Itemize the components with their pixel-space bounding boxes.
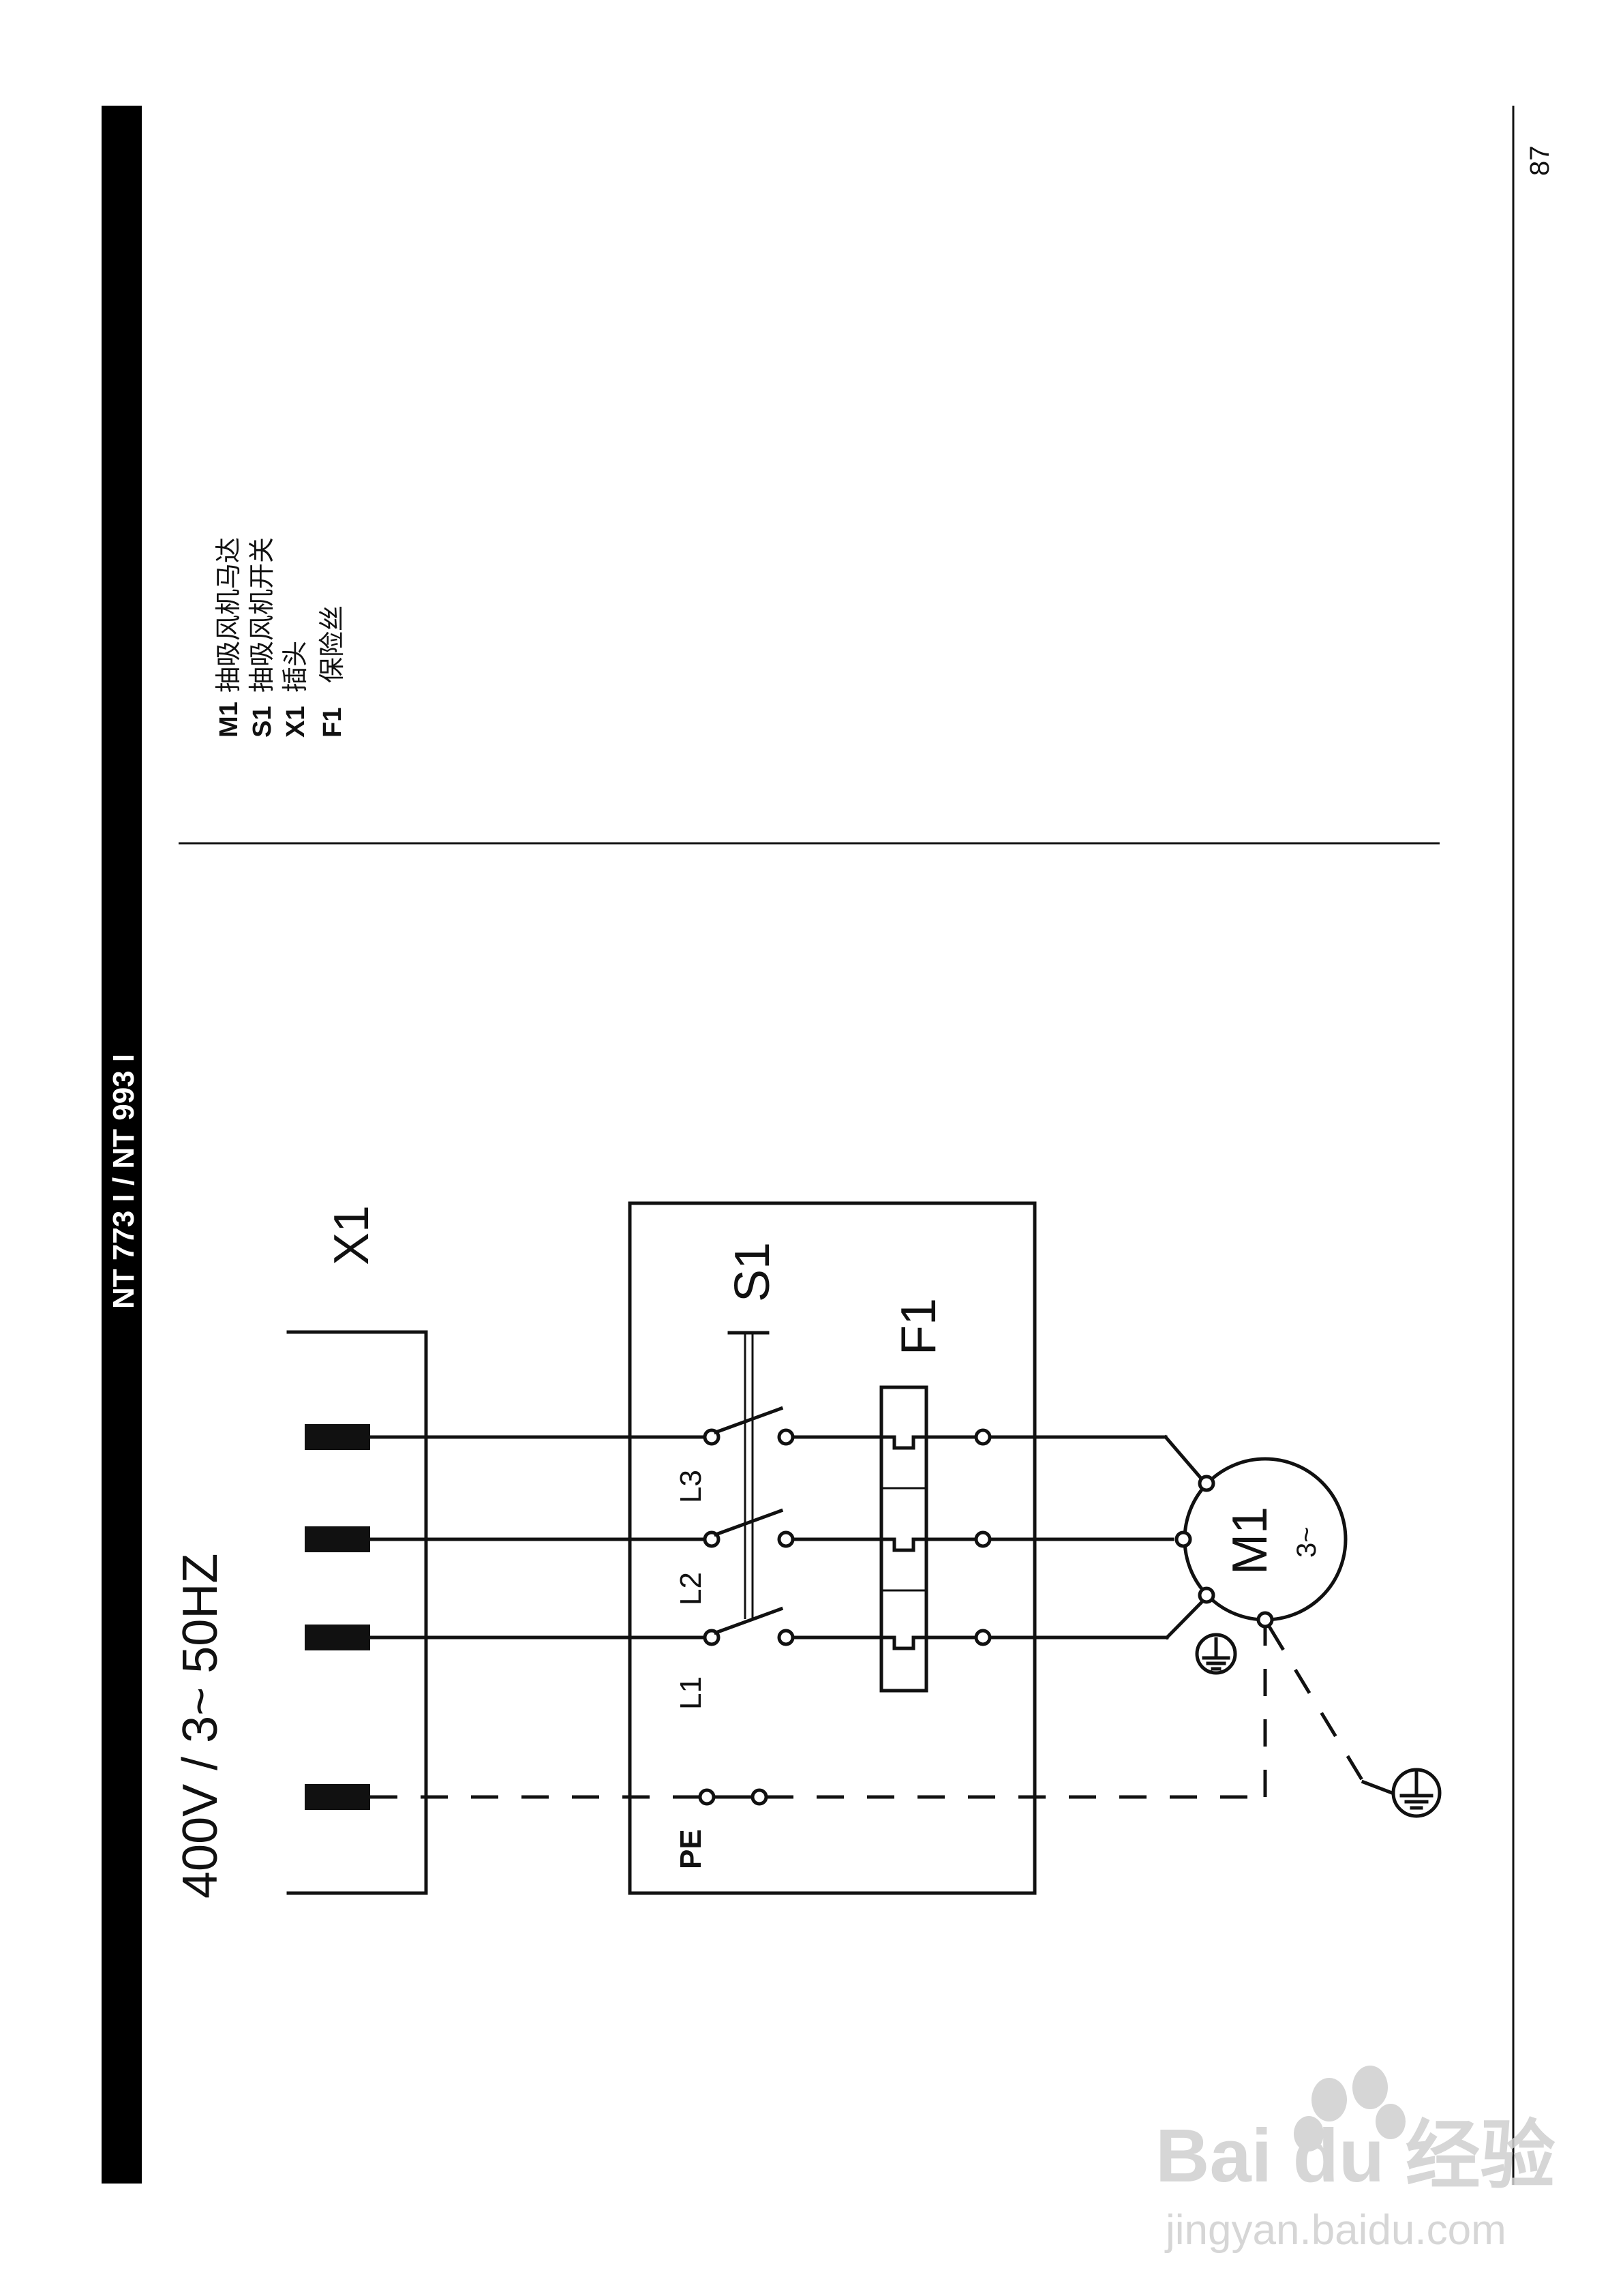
pe-contact: [750, 1788, 768, 1806]
fuse-f1: [879, 1385, 928, 1693]
plug-pin-l2: [305, 1526, 370, 1552]
switch-contact: [777, 1629, 795, 1646]
wire-ground-dashed: [1267, 1625, 1365, 1783]
fuse-element: [879, 1435, 928, 1450]
legend-item-s1: S1 抽吸风机开关: [248, 537, 277, 738]
plug-pin-pe: [305, 1784, 370, 1810]
switch-blade: [713, 1406, 784, 1435]
phase-label-l2: L2: [674, 1572, 708, 1605]
plug-pin-l3: [305, 1424, 370, 1450]
motor-terminal: [1198, 1586, 1215, 1604]
terminal: [974, 1629, 992, 1646]
motor-pe-terminal: [1256, 1611, 1274, 1629]
motor-m1: [1174, 1457, 1348, 1629]
plug-pin-l1: [305, 1625, 370, 1650]
legend-code: M1: [215, 701, 243, 738]
supply-label: 400V / 3~ 50HZ: [173, 1554, 228, 1899]
legend-desc: 抽吸风机马达: [215, 537, 243, 693]
legend-item-m1: M1 抽吸风机马达: [215, 537, 243, 738]
plug-label: X1: [324, 1205, 379, 1265]
legend-desc: 保险丝: [318, 605, 347, 683]
switch-s1: [698, 1331, 795, 1806]
pe-label: PE: [674, 1829, 708, 1869]
legend-code: F1: [318, 708, 347, 738]
watermark-url: jingyan.baidu.com: [1164, 2207, 1506, 2254]
switch-contact: [777, 1428, 795, 1446]
legend: M1 抽吸风机马达 S1 抽吸风机开关 X1 插头 F1 保险丝: [215, 537, 347, 738]
legend-desc: 插头: [282, 641, 310, 693]
wire-ground: [1361, 1779, 1395, 1796]
fuse-element: [879, 1635, 928, 1650]
fuse-element: [879, 1537, 928, 1552]
plug-outline: [286, 1330, 428, 1895]
legend-desc: 抽吸风机开关: [248, 537, 277, 693]
watermark-brand: Bai du 经验: [1155, 2114, 1556, 2198]
page-number: 87: [1525, 146, 1555, 177]
motor-terminal: [1174, 1530, 1192, 1548]
phase-label-l3: L3: [674, 1470, 708, 1503]
legend-item-f1: F1 保险丝: [318, 605, 347, 738]
legend-code: X1: [282, 706, 310, 738]
switch-blade: [713, 1606, 784, 1635]
motor-label: M1: [1223, 1507, 1277, 1575]
ground-icon: [1195, 1633, 1237, 1675]
switch-blade: [713, 1508, 784, 1537]
ground-icon: [1391, 1768, 1442, 1818]
legend-item-x1: X1 插头: [282, 641, 310, 738]
switch-label: S1: [725, 1242, 780, 1302]
legend-code: S1: [248, 706, 277, 738]
motor-phase-label: 3~: [1292, 1526, 1322, 1558]
wire-l3-bend: [1163, 1434, 1206, 1483]
terminal: [974, 1530, 992, 1548]
header-title: NT 773 I / NT 993 I: [107, 1054, 140, 1309]
switch-contact: [777, 1530, 795, 1548]
fuse-label: F1: [892, 1298, 946, 1355]
terminal: [974, 1428, 992, 1446]
pe-contact: [698, 1788, 716, 1806]
phase-label-l1: L1: [674, 1676, 708, 1710]
enclosure-box: [628, 1201, 1037, 1895]
motor-terminal: [1198, 1475, 1215, 1492]
paw-icon: [1294, 2066, 1406, 2151]
wire-l1-bend: [1164, 1596, 1208, 1640]
watermark: Bai du 经验 jingyan.baidu.com: [1155, 2066, 1556, 2254]
header-band: [102, 106, 142, 2184]
